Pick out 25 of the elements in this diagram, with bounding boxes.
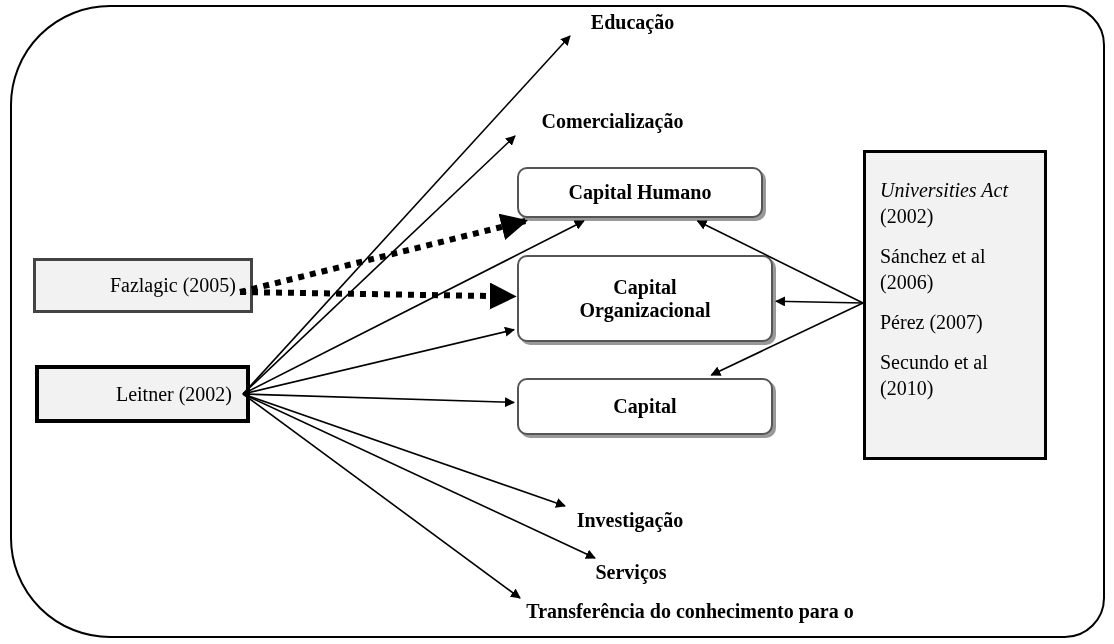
reference-box [863, 150, 1047, 460]
arrow [775, 296, 864, 307]
arrow [242, 220, 585, 395]
category-label: Serviços [595, 558, 667, 586]
concept-box: Capital [517, 378, 773, 435]
author-box: Fazlagic (2005) [33, 258, 253, 313]
arrow [242, 393, 521, 599]
category-label: Educação [570, 8, 695, 36]
reference-text: Sánchez et al (2006) [880, 244, 987, 295]
reference-text: Secundo et al (2010) [880, 350, 989, 401]
arrow [242, 135, 516, 395]
rounded-frame [10, 5, 1105, 638]
arrow [696, 220, 864, 304]
reference-text: Pérez (2007) [880, 310, 984, 335]
category-label: Transferência do conhecimento para o [520, 598, 860, 624]
concept-box: Capital Humano [517, 167, 763, 218]
category-label: Comercialização [515, 106, 710, 136]
category-label: Investigação [565, 506, 695, 534]
concept-box: Capital Organizacional [517, 255, 773, 342]
reference-text: Universities Act (2002) [880, 178, 1010, 229]
arrow [239, 282, 517, 310]
author-box: Leitner (2002) [35, 365, 250, 423]
arrow [242, 35, 571, 395]
arrow [710, 302, 864, 376]
arrow [242, 393, 596, 559]
